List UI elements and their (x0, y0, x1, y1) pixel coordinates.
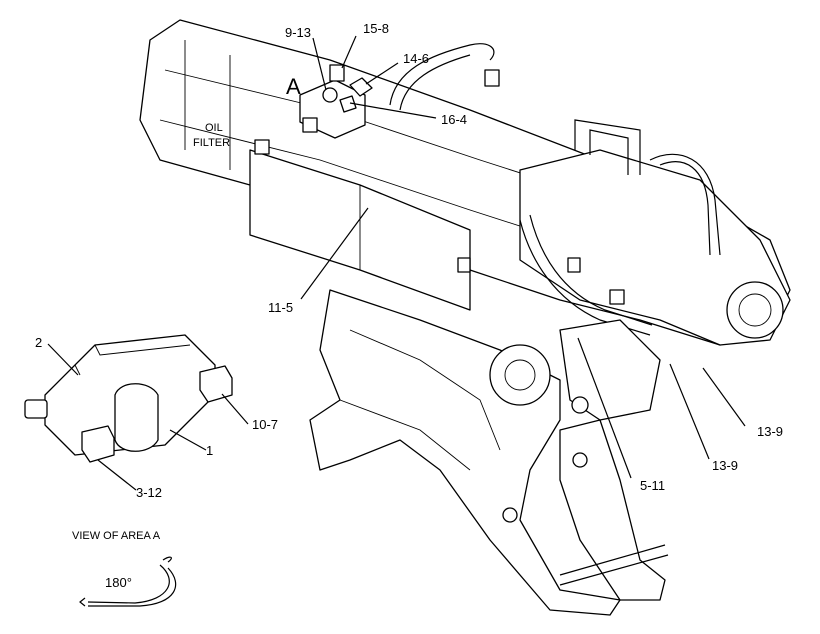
label-area-a: A (286, 74, 301, 99)
label-oil: OIL (205, 122, 223, 134)
view-caption: VIEW OF AREA A (72, 530, 161, 542)
label-3-12: 3-12 (136, 485, 162, 500)
area-a-fitting (299, 64, 373, 139)
label-16-4: 16-4 (441, 112, 467, 127)
label-9-13: 9-13 (285, 25, 311, 40)
mounting-bracket (309, 289, 669, 616)
leader-lines (47, 35, 746, 491)
label-11-5: 11-5 (268, 300, 293, 315)
callout-labels: 9-13 15-8 14-6 16-4 A OIL FILTER 11-5 2 … (35, 21, 783, 590)
label-filter: FILTER (193, 137, 230, 149)
label-2: 2 (35, 335, 42, 350)
engine-block (139, 19, 791, 346)
label-5-11: 5-11 (640, 478, 665, 493)
rotation-label: 180° (105, 575, 132, 590)
label-14-6: 14-6 (403, 51, 429, 66)
label-13-9-lower: 13-9 (712, 458, 738, 473)
label-1: 1 (206, 443, 213, 458)
label-15-8: 15-8 (363, 21, 389, 36)
oil-filter-view (24, 334, 233, 463)
rotation-arrow (79, 556, 177, 607)
label-10-7: 10-7 (252, 417, 278, 432)
label-13-9-upper: 13-9 (757, 424, 783, 439)
